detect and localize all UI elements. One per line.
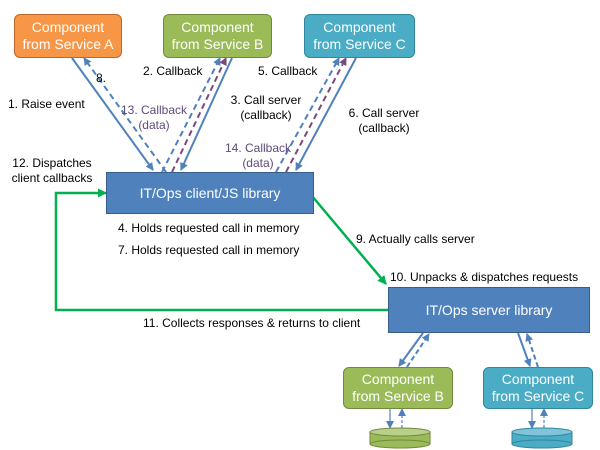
component-service-b-bottom: Component from Service B bbox=[343, 367, 453, 409]
database-b-icon bbox=[369, 427, 431, 449]
step-14-label: 14. Callback (data) bbox=[224, 141, 292, 170]
arrow-callback-14-purple bbox=[285, 57, 347, 173]
arrow-call-server-3 bbox=[180, 57, 233, 171]
arrow-callback-5-dashed bbox=[275, 57, 340, 173]
arrow-server-to-b-bottom bbox=[398, 332, 424, 367]
step-1-label: 1. Raise event bbox=[8, 97, 85, 111]
step-10-label: 10. Unpacks & dispatches requests bbox=[390, 270, 579, 284]
arrow-c-bottom-to-server bbox=[525, 333, 539, 368]
component-service-b-top: Component from Service B bbox=[163, 14, 272, 58]
arrow-actually-calls-server bbox=[311, 195, 387, 285]
component-service-c-top: Component from Service C bbox=[304, 14, 415, 58]
component-service-c-bottom: Component from Service C bbox=[483, 367, 593, 409]
arrow-server-to-c-bottom bbox=[517, 332, 532, 367]
arrow-callback-13-purple bbox=[171, 57, 227, 173]
database-c-icon bbox=[511, 427, 573, 449]
step-13-label: 13. Callback (data) bbox=[120, 103, 188, 132]
component-service-a: Component from Service A bbox=[14, 14, 122, 58]
arrow-b-bottom-to-server bbox=[406, 333, 430, 368]
step-8-label: 8. bbox=[96, 71, 107, 85]
arrow-raise-event bbox=[71, 57, 154, 171]
arrow-callback-2-dashed bbox=[161, 57, 221, 173]
step-4-label: 4. Holds requested call in memory bbox=[118, 221, 300, 235]
step-2-label: 2. Callback bbox=[143, 64, 203, 78]
step-5-label: 5. Callback bbox=[258, 64, 318, 78]
server-library: IT/Ops server library bbox=[388, 287, 590, 333]
step-11-label: 11. Collects responses & returns to clie… bbox=[143, 316, 361, 330]
arrow-step-8-dashed bbox=[83, 57, 167, 173]
step-12-label: 12. Dispatches client callbacks bbox=[11, 156, 93, 185]
step-9-label: 9. Actually calls server bbox=[356, 232, 475, 246]
step-3-label: 3. Call server (callback) bbox=[230, 93, 302, 122]
step-7-label: 7. Holds requested call in memory bbox=[118, 243, 300, 257]
arrow-call-server-6 bbox=[295, 57, 357, 171]
arrow-collect-responses-loop bbox=[54, 188, 388, 312]
step-6-label: 6. Call server (callback) bbox=[348, 106, 420, 135]
client-js-library: IT/Ops client/JS library bbox=[106, 172, 314, 214]
